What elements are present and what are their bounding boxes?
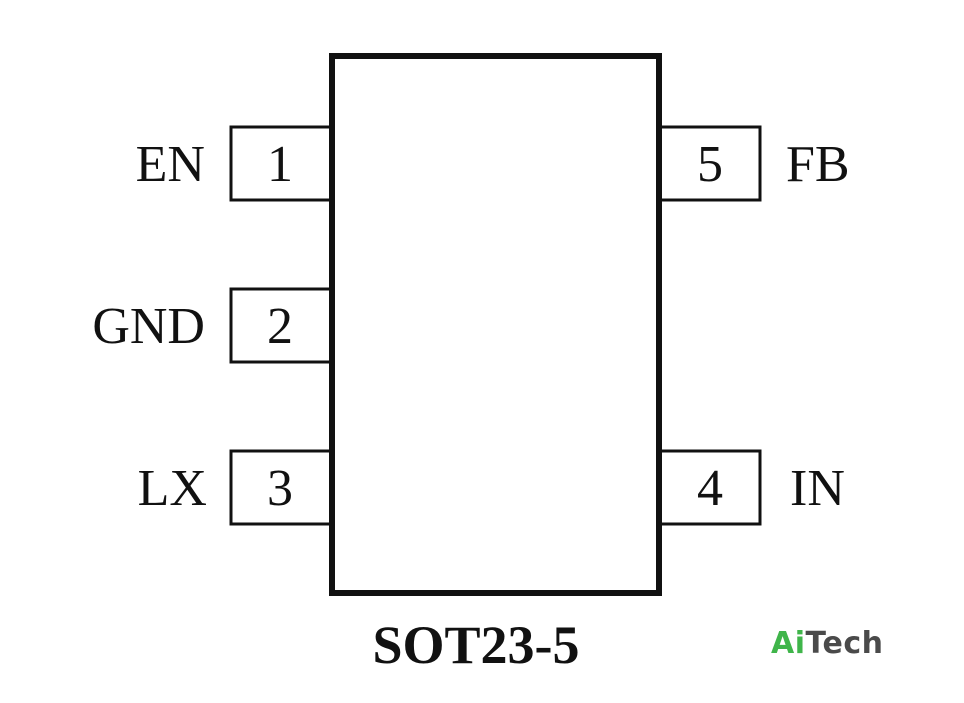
pin-2-label: GND	[92, 298, 205, 355]
pin-4: 4 IN	[662, 449, 845, 526]
pin-5-label: FB	[786, 136, 850, 193]
pin-2: 2 GND	[92, 287, 329, 364]
pin-3-lead	[229, 449, 329, 526]
pin-1-label: EN	[136, 136, 205, 193]
pin-1-number: 1	[267, 136, 293, 193]
pin-4-label: IN	[790, 460, 845, 517]
pin-1-lead	[229, 125, 329, 202]
pin-4-lead	[662, 449, 762, 526]
pin-5-lead	[662, 125, 762, 202]
pin-5-number: 5	[697, 136, 723, 193]
pin-3-label: LX	[138, 460, 207, 517]
pin-2-lead	[229, 287, 329, 364]
logo-text-tech: Tech	[805, 626, 884, 661]
pin-2-number: 2	[267, 298, 293, 355]
pin-3: 3 LX	[138, 449, 329, 526]
aitech-logo: AiTech	[771, 626, 883, 661]
package-name: SOT23-5	[372, 615, 579, 675]
pin-3-number: 3	[267, 460, 293, 517]
pin-4-number: 4	[697, 460, 723, 517]
pin-1: 1 EN	[136, 125, 329, 202]
chip-body	[329, 53, 662, 596]
pin-5: 5 FB	[662, 125, 850, 202]
logo-text-ai: Ai	[771, 626, 806, 661]
